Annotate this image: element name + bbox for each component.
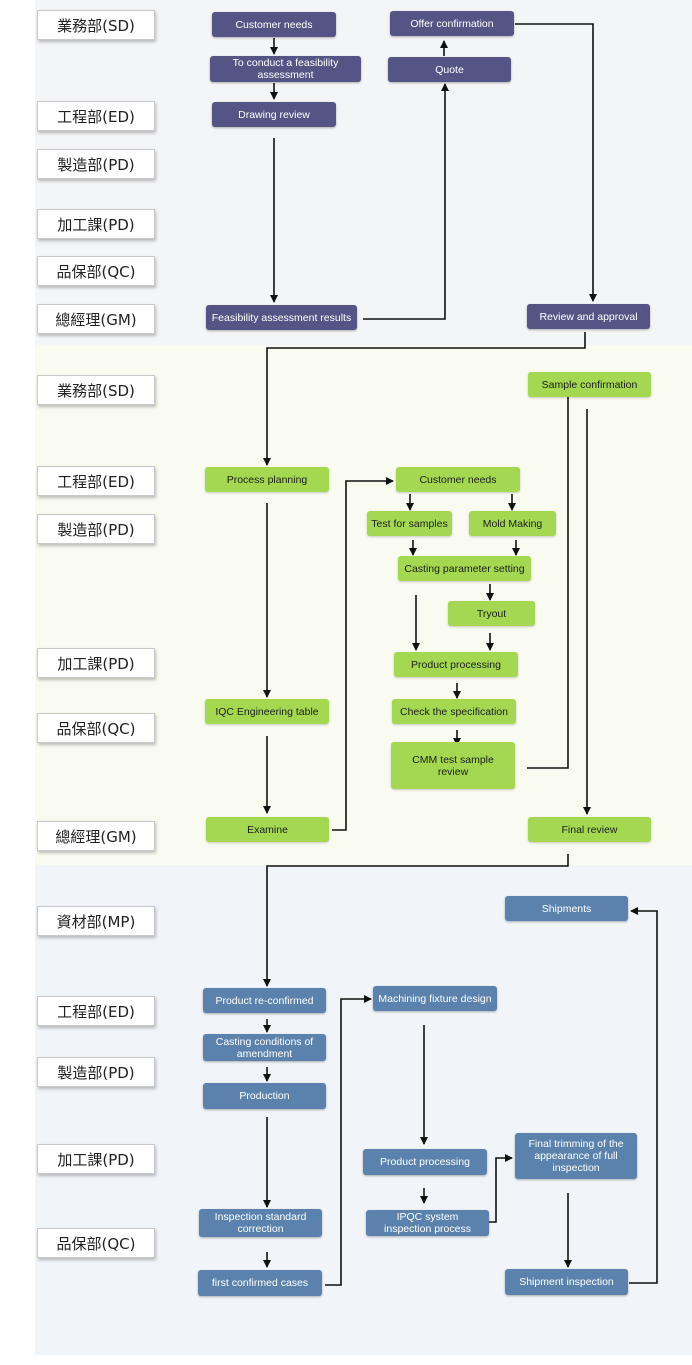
test-samples-box: Test for samples — [367, 511, 452, 536]
dept-pd: 製造部(PD) — [37, 1057, 155, 1087]
tryout-box: Tryout — [448, 601, 535, 626]
dept-pd: 製造部(PD) — [37, 149, 155, 179]
dept-gm: 總經理(GM) — [37, 304, 155, 334]
mold-making-box: Mold Making — [469, 511, 556, 536]
dept-ed: 工程部(ED) — [37, 101, 155, 131]
production-box: Production — [203, 1083, 326, 1109]
dept-pd-machining: 加工課(PD) — [37, 209, 155, 239]
dept-pd: 製造部(PD) — [37, 514, 155, 544]
dept-pd-machining: 加工課(PD) — [37, 1144, 155, 1174]
feasibility-results-box: Feasibility assessment results — [206, 305, 357, 330]
product-reconfirmed-box: Product re-confirmed — [203, 988, 326, 1013]
feasibility-assessment-box: To conduct a feasibility assessment — [210, 56, 361, 82]
offer-confirmation-box: Offer confirmation — [390, 11, 514, 36]
final-review-box: Final review — [528, 817, 651, 842]
product-processing-box: Product processing — [363, 1149, 487, 1175]
casting-amendment-box: Casting conditions of amendment — [203, 1034, 326, 1061]
review-approval-box: Review and approval — [527, 304, 650, 329]
dept-pd-machining: 加工課(PD) — [37, 648, 155, 678]
quote-box: Quote — [388, 57, 511, 82]
first-confirmed-cases-box: first confirmed cases — [198, 1270, 322, 1296]
dept-qc: 品保部(QC) — [37, 713, 155, 743]
customer-needs-box: Customer needs — [396, 467, 520, 492]
section-2-background — [35, 345, 692, 865]
product-processing-box: Product processing — [394, 652, 518, 677]
dept-mp: 資材部(MP) — [37, 906, 155, 936]
check-specification-box: Check the specification — [392, 699, 516, 724]
machining-fixture-box: Machining fixture design — [373, 986, 497, 1011]
shipment-inspection-box: Shipment inspection — [505, 1269, 628, 1295]
final-trimming-box: Final trimming of the appearance of full… — [515, 1133, 637, 1179]
inspection-correction-box: Inspection standard correction — [199, 1209, 322, 1237]
customer-needs-box: Customer needs — [212, 12, 336, 37]
cmm-sample-review-box: CMM test sample review — [391, 742, 515, 789]
dept-qc: 品保部(QC) — [37, 1228, 155, 1258]
dept-sd: 業務部(SD) — [37, 375, 155, 405]
dept-sd: 業務部(SD) — [37, 10, 155, 40]
sample-confirmation-box: Sample confirmation — [528, 372, 651, 397]
dept-ed: 工程部(ED) — [37, 466, 155, 496]
iqc-engineering-table-box: IQC Engineering table — [205, 699, 329, 724]
drawing-review-box: Drawing review — [212, 102, 336, 127]
dept-qc: 品保部(QC) — [37, 256, 155, 286]
examine-box: Examine — [206, 817, 329, 842]
process-planning-box: Process planning — [205, 467, 329, 492]
dept-ed: 工程部(ED) — [37, 996, 155, 1026]
casting-parameter-box: Casting parameter setting — [398, 556, 531, 581]
ipqc-inspection-box: IPQC system inspection process — [366, 1210, 489, 1236]
dept-gm: 總經理(GM) — [37, 821, 155, 851]
shipments-box: Shipments — [505, 896, 628, 921]
